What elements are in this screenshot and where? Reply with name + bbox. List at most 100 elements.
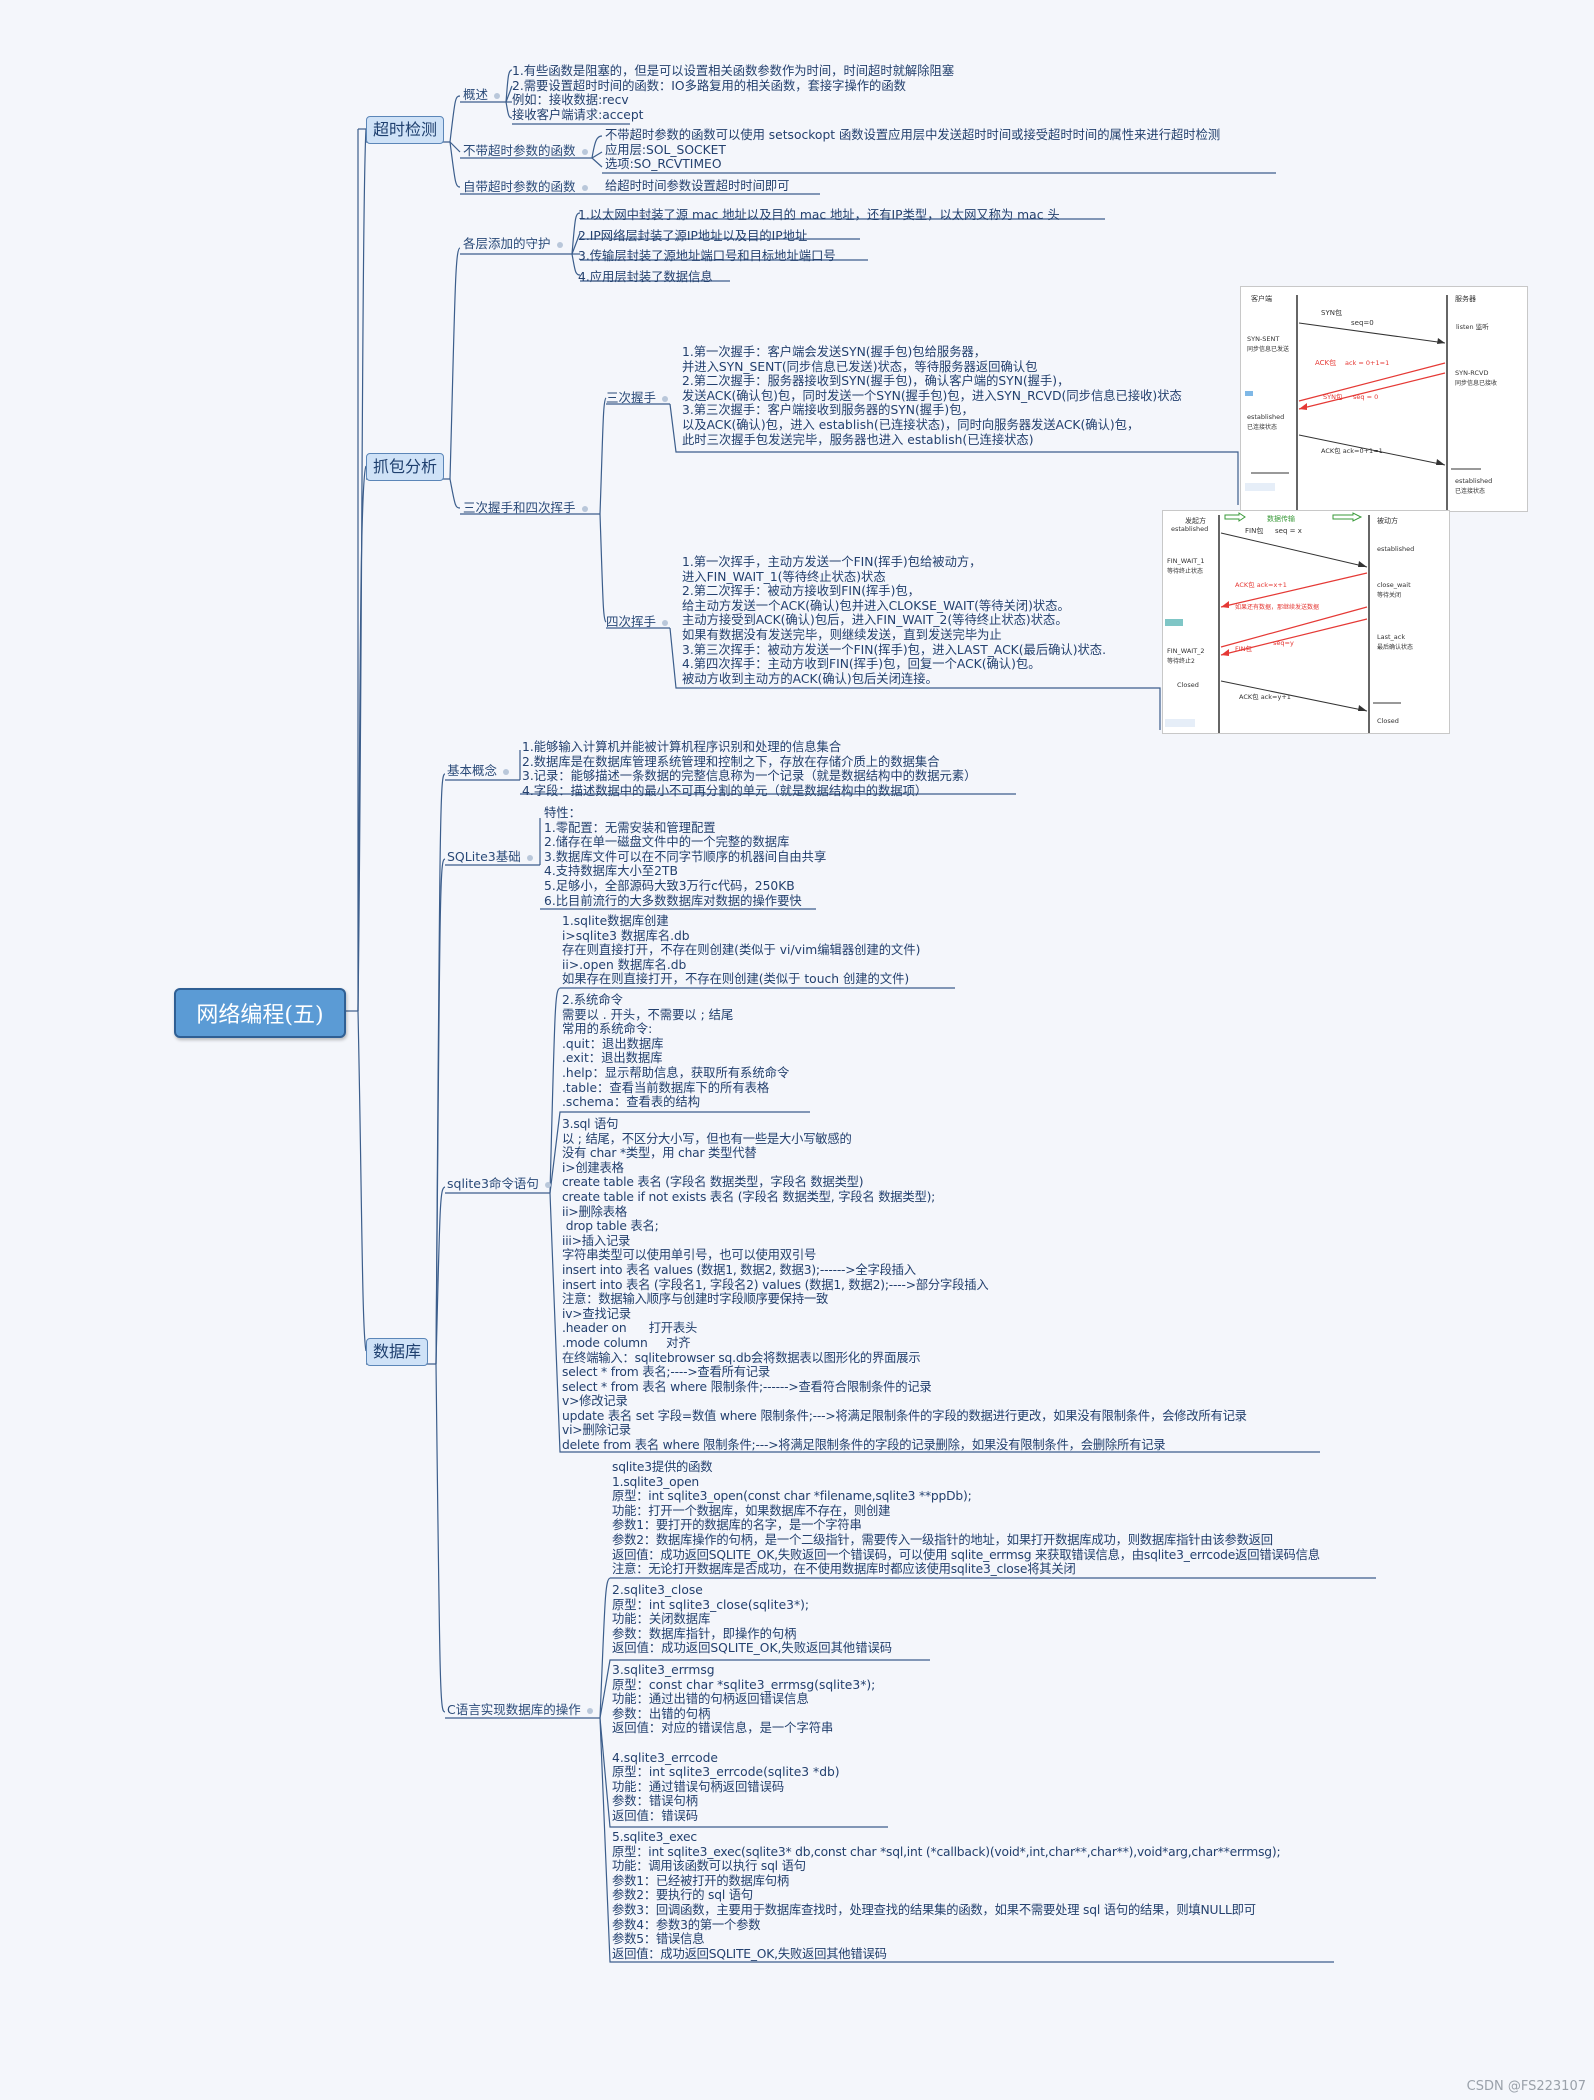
- db-sqlite-label[interactable]: SQLite3基础: [447, 849, 533, 864]
- expand-dot-icon[interactable]: [526, 854, 533, 861]
- text-line: 3.sqlite3_errmsg: [612, 1663, 715, 1677]
- text-line: 注意：无论打开数据库是否成功，在不使用数据库时都应该使用sqlite3_clos…: [612, 1562, 1076, 1577]
- text-line: 功能：通过错误句柄返回错误码: [612, 1779, 785, 1794]
- est2-label: established: [1455, 477, 1492, 485]
- fin2-label: FIN包: [1235, 644, 1253, 653]
- ack-value: ack = 0+1=1: [1345, 359, 1389, 367]
- text-line: .quit：退出数据库: [562, 1036, 664, 1051]
- text-line: 返回值：对应的错误信息，是一个字符串: [612, 1721, 834, 1736]
- root-node[interactable]: 网络编程(五): [174, 988, 346, 1038]
- text-line: 参数2：要执行的 sql 语句: [612, 1888, 753, 1903]
- text-line: 2.系统命令: [562, 993, 623, 1007]
- text-line: 参数1：要打开的数据库的名字，是一个字符串: [612, 1518, 862, 1533]
- text-line: 2.sqlite3_close: [612, 1583, 703, 1597]
- db-cmd-block2: 2.系统命令需要以 . 开头，不需要以 ; 结尾常用的系统命令:.quit：退出…: [562, 993, 789, 1110]
- text-line: iv>查找记录: [562, 1306, 631, 1321]
- topic-capture[interactable]: 抓包分析: [366, 453, 445, 481]
- text-line: drop table 表名;: [562, 1219, 659, 1234]
- timeout-withparam-text: 给超时时间参数设置超时时间即可: [605, 179, 789, 194]
- timeout-noparam-label[interactable]: 不带超时参数的函数: [463, 143, 588, 158]
- text-line: i>sqlite3 数据库名.db: [562, 928, 690, 943]
- text-line: insert into 表名 values (数据1, 数据2, 数据3);--…: [562, 1262, 916, 1277]
- topic-database[interactable]: 数据库: [366, 1338, 429, 1366]
- client-label: 客户端: [1251, 294, 1272, 303]
- text-line: 参数：数据库指针，即操作的句柄: [612, 1626, 797, 1641]
- text-line: 返回值：成功返回SQLITE_OK,失败返回其他错误码: [612, 1641, 893, 1656]
- timeout-withparam-label[interactable]: 自带超时参数的函数: [463, 179, 588, 194]
- text-line: 原型：int sqlite3_open(const char *filename…: [612, 1489, 972, 1504]
- text-line: 需要以 . 开头，不需要以 ; 结尾: [562, 1007, 734, 1022]
- text-line: ii>删除表格: [562, 1204, 627, 1219]
- handshake-label[interactable]: 三次握手和四次挥手: [463, 500, 588, 515]
- text-line: 3.第三次握手：客户端接收到服务器的SYN(握手)包，: [682, 403, 974, 418]
- passive-label: 被动方: [1377, 516, 1398, 525]
- seq-b-label: seq = 0: [1353, 393, 1378, 401]
- text-line: 在终端输入：sqlitebrowser sq.db会将数据表以图形化的界面展示: [562, 1350, 921, 1365]
- text-line: 4.第四次挥手：主动方收到FIN(挥手)包，回复一个ACK(确认)包。: [682, 657, 1041, 672]
- text-line: 注意：数据输入顺序与创建时字段顺序要保持一致: [562, 1292, 829, 1307]
- text-line: 2.第二次握手：服务器接收到SYN(握手包)，确认客户端的SYN(握手)，: [682, 374, 1070, 389]
- text-line: 参数：出错的句柄: [612, 1706, 711, 1721]
- text-line: 选项:SO_RCVTIMEO: [605, 157, 722, 172]
- timeout-overview-label[interactable]: 概述: [463, 87, 501, 102]
- expand-dot-icon[interactable]: [662, 619, 669, 626]
- text-line: 例如：接收数据:recv: [512, 93, 629, 108]
- syn-label: SYN包: [1321, 308, 1342, 317]
- four-way-label[interactable]: 四次挥手: [606, 614, 669, 629]
- text-line: 3.第三次挥手：被动方发送一个FIN(挥手)包，进入LAST_ACK(最后确认)…: [682, 642, 1107, 657]
- text-line: 此时三次握手包发送完毕，服务器也进入 establish(已连接状态): [682, 432, 1034, 447]
- expand-dot-icon[interactable]: [581, 505, 588, 512]
- close-wait-label: close_wait: [1377, 581, 1411, 589]
- text-line: sqlite3提供的函数: [612, 1460, 713, 1474]
- four-way-text: 1.第一次挥手，主动方发送一个FIN(挥手)包给被动方，进入FIN_WAIT_1…: [682, 555, 1106, 686]
- label: C语言实现数据库的操作: [447, 1702, 581, 1717]
- closed-a-label: Closed: [1177, 681, 1199, 689]
- db-basic-label[interactable]: 基本概念: [447, 763, 510, 778]
- text-line: 参数5：错误信息: [612, 1932, 705, 1947]
- fin-label: FIN包: [1245, 526, 1263, 535]
- expand-dot-icon[interactable]: [662, 395, 669, 402]
- label: SQLite3基础: [447, 849, 521, 864]
- timeout-noparam-text: 不带超时参数的函数可以使用 setsockopt 函数设置应用层中发送超时时间或…: [605, 128, 1220, 172]
- label: sqlite3命令语句: [447, 1176, 539, 1191]
- label: 自带超时参数的函数: [463, 179, 576, 194]
- close-wait-cn: 等待关闭: [1377, 591, 1401, 599]
- listen-label: listen 监听: [1456, 322, 1489, 331]
- expand-dot-icon[interactable]: [503, 768, 510, 775]
- text-line: 2.储存在单一磁盘文件中的一个完整的数据库: [544, 835, 790, 850]
- text-line: 1.零配置：无需安装和管理配置: [544, 820, 716, 835]
- text-line: create table 表名 (字段名 数据类型，字段名 数据类型): [562, 1175, 864, 1190]
- expand-dot-icon[interactable]: [581, 148, 588, 155]
- three-way-diagram-image: 客户端 服务器 SYN包 seq=0 listen 监听 SYN-SENT 同步…: [1240, 286, 1528, 512]
- text-line: 如果存在则直接打开，不存在则创建(类似于 touch 创建的文件): [562, 972, 910, 987]
- text-line: 给超时时间参数设置超时时间即可: [605, 179, 790, 193]
- text-line: 字符串类型可以使用单引号，也可以使用双引号: [562, 1248, 817, 1263]
- db-capi-label[interactable]: C语言实现数据库的操作: [447, 1702, 593, 1717]
- three-way-text: 1.第一次握手：客户端会发送SYN(握手包)包给服务器，并进入SYN_SENT(…: [682, 345, 1182, 447]
- text-line: 返回值：成功返回SQLITE_OK,失败返回一个错误码，可以使用 sqlite_…: [612, 1547, 1320, 1562]
- expand-dot-icon[interactable]: [581, 184, 588, 191]
- text-line: 2.IP网络层封装了源IP地址以及目的IP地址: [578, 228, 808, 243]
- topic-timeout[interactable]: 超时检测: [366, 116, 445, 144]
- text-line: 常用的系统命令:: [562, 1022, 653, 1037]
- expand-dot-icon[interactable]: [556, 241, 563, 248]
- expand-dot-icon[interactable]: [586, 1707, 593, 1714]
- text-line: 没有 char *类型，用 char 类型代替: [562, 1146, 757, 1161]
- capture-layers-label[interactable]: 各层添加的守护: [463, 236, 563, 251]
- text-line: 特性：: [544, 806, 581, 820]
- text-line: 4.应用层封装了数据信息: [578, 269, 713, 284]
- est-a-label: established: [1171, 525, 1208, 533]
- expand-dot-icon[interactable]: [494, 92, 501, 99]
- text-line: 原型：int sqlite3_close(sqlite3*);: [612, 1597, 810, 1612]
- more-data-label: 如果还有数据，那继续发送数据: [1235, 603, 1319, 611]
- three-way-label[interactable]: 三次握手: [606, 390, 669, 405]
- db-cmd-label[interactable]: sqlite3命令语句: [447, 1176, 551, 1191]
- text-line: 应用层:SOL_SOCKET: [605, 142, 726, 157]
- label: 三次握手和四次挥手: [463, 500, 576, 515]
- text-line: select * from 表名;---->查看所有记录: [562, 1365, 770, 1380]
- expand-dot-icon[interactable]: [544, 1181, 551, 1188]
